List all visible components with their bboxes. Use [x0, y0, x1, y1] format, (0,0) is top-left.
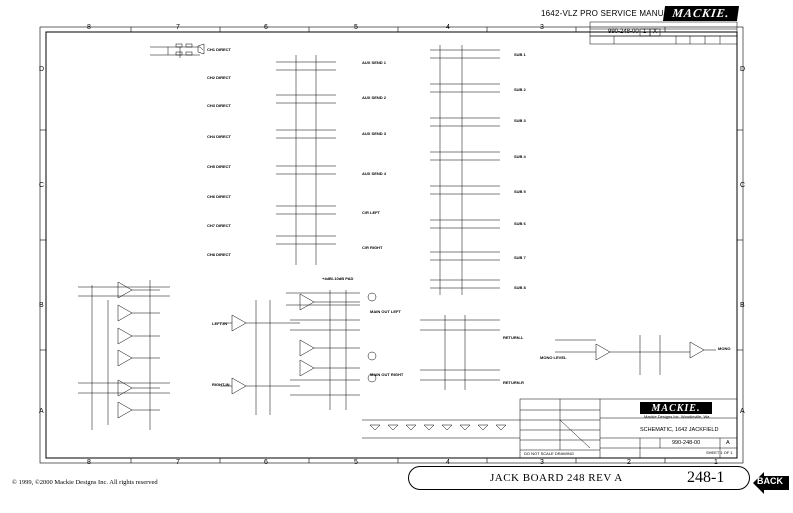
zone-row-c-left: C	[39, 182, 45, 189]
label-ch3-direct: CH3 DIRECT	[207, 103, 232, 108]
footer-frame	[408, 466, 750, 490]
label-sub-8: SUB 8	[514, 285, 526, 290]
label-sub-3: SUB 3	[514, 118, 526, 123]
label-ch1-direct: CH1 DIRECT	[207, 47, 232, 52]
label-aux-send-1: AUX SEND 1	[362, 60, 387, 65]
label-main-out-right: MAIN OUT RIGHT	[370, 372, 404, 377]
title-block-company: Mackie Designs Inc. Woodinville, Wa	[644, 414, 710, 419]
label-right-in: RIGHT-IN	[212, 382, 230, 387]
label-cr-right: C/R RIGHT	[362, 245, 383, 250]
back-label: BACK	[757, 476, 783, 486]
title-block-logo: MACKIE.	[640, 402, 712, 414]
label-mono-level: MONO LEVEL	[540, 355, 567, 360]
label-return-right: RETURN-R	[503, 380, 524, 385]
zone-row-b-right: B	[740, 302, 745, 309]
zone-col-7-bottom: 7	[176, 459, 180, 466]
back-arrow-icon	[753, 472, 789, 494]
zone-col-3-bottom: 3	[540, 459, 544, 466]
zone-col-6: 6	[264, 24, 268, 31]
label-ch6-direct: CH6 DIRECT	[207, 194, 232, 199]
label-sub-7: SUB 7	[514, 255, 526, 260]
label-aux-send-4: AUX SEND 4	[362, 171, 387, 176]
label-sub-4: SUB 4	[514, 154, 526, 159]
zone-row-d-right: D	[740, 66, 746, 73]
title-block-note: DO NOT SCALE DRAWING	[524, 451, 575, 456]
zone-row-a-left: A	[39, 408, 44, 415]
label-mono: MONO	[718, 346, 731, 351]
label-ch2-direct: CH2 DIRECT	[207, 75, 232, 80]
header-doc-number: 990-248-00	[608, 29, 639, 35]
label-sub-6: SUB 6	[514, 221, 526, 226]
zone-col-5: 5	[354, 24, 358, 31]
label-sub-2: SUB 2	[514, 87, 526, 92]
zone-col-4: 4	[446, 24, 450, 31]
zone-col-8: 8	[87, 24, 91, 31]
label-ch8-direct: CH8 DIRECT	[207, 252, 232, 257]
board-name: JACK BOARD 248 REV A	[490, 472, 623, 484]
header-sheet-mark-1: 1	[643, 29, 647, 35]
zone-row-a-right: A	[740, 408, 745, 415]
zone-col-6-bottom: 6	[264, 459, 268, 466]
header-sheet-mark-2: X	[653, 29, 658, 35]
zone-col-5-bottom: 5	[354, 459, 358, 466]
label-pad: +4dB/-10dB PAD	[322, 276, 354, 281]
title-block-sheet: SHEET 1 OF 1	[706, 450, 733, 455]
zone-col-2-bottom: 2	[627, 459, 631, 466]
zone-row-b-left: B	[39, 302, 44, 309]
zone-row-d-left: D	[39, 66, 45, 73]
label-cr-left: C/R LEFT	[362, 210, 380, 215]
zone-col-1-bottom: 1	[714, 459, 718, 466]
zone-col-8-bottom: 8	[87, 459, 91, 466]
label-sub-1: SUB 1	[514, 52, 526, 57]
title-block-rev: A	[726, 440, 730, 446]
zone-col-3: 3	[540, 24, 544, 31]
zone-col-4-bottom: 4	[446, 459, 450, 466]
label-ch5-direct: CH5 DIRECT	[207, 164, 232, 169]
title-block-drawing-no: 990-248-00	[672, 440, 701, 446]
label-ch7-direct: CH7 DIRECT	[207, 223, 232, 228]
label-left-in: LEFT-IN	[212, 321, 228, 326]
label-aux-send-3: AUX SEND 3	[362, 131, 387, 136]
label-ch4-direct: CH4 DIRECT	[207, 134, 232, 139]
label-return-left: RETURN-L	[503, 335, 524, 340]
label-aux-send-2: AUX SEND 2	[362, 95, 387, 100]
zone-col-7: 7	[176, 24, 180, 31]
title-block-title: SCHEMATIC, 1642 JACKFIELD	[640, 427, 719, 433]
zone-row-c-right: C	[740, 182, 746, 189]
manual-title: 1642-VLZ PRO SERVICE MANUAL	[541, 9, 674, 18]
label-sub-5: SUB 5	[514, 189, 526, 194]
label-main-out-left: MAIN OUT LEFT	[370, 309, 401, 314]
page-number: 248-1	[687, 469, 725, 486]
copyright: © 1999, ©2000 Mackie Designs Inc. All ri…	[12, 479, 158, 486]
back-button[interactable]: BACK	[752, 471, 790, 495]
